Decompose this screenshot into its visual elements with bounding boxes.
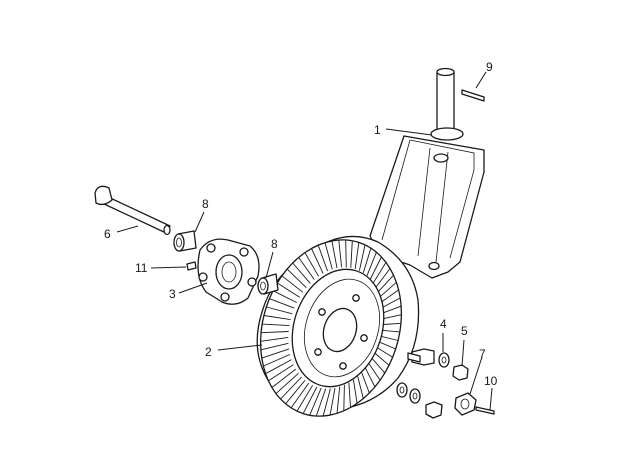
tread-line [336, 386, 341, 414]
callout-9: 9 [486, 60, 493, 74]
tread-line [272, 290, 298, 304]
tread-line [260, 342, 289, 351]
tread-line [368, 363, 381, 381]
tread-line [331, 240, 338, 269]
tread-line [369, 256, 382, 280]
tread-line [350, 240, 353, 268]
tread-line [383, 305, 402, 314]
tread-line [380, 281, 397, 297]
tread-line [374, 353, 390, 366]
part-nut-upper [452, 364, 469, 381]
tread-line [371, 358, 386, 374]
callout-labels: 1 2 3 4 5 6 7 8 8 9 10 11 [104, 60, 498, 388]
tread-line [317, 245, 329, 272]
callout-1: 1 [374, 123, 381, 137]
part-9-pin [461, 89, 485, 102]
tread-line [382, 329, 400, 333]
callout-8-upper: 8 [202, 197, 209, 211]
part-1-fork [369, 67, 485, 279]
tread-line [378, 274, 394, 292]
part-5-washer [438, 352, 450, 368]
tread-line [268, 364, 294, 382]
tread-line [281, 275, 304, 293]
tread-line [311, 248, 324, 274]
tread-line [354, 242, 360, 270]
callout-7: 7 [479, 347, 486, 361]
tread-line [338, 239, 343, 268]
part-8-bushing-lower [257, 273, 279, 295]
tread-line [280, 376, 302, 400]
callout-5: 5 [461, 324, 468, 338]
tread-line [309, 387, 322, 416]
part-6-axle-bolt [94, 185, 171, 236]
callout-11: 11 [135, 261, 148, 275]
tread-line [365, 368, 376, 388]
leader-lines [116, 71, 493, 411]
tread-line [276, 282, 300, 298]
tread-line [383, 322, 402, 325]
tread-line [286, 268, 307, 289]
tread-line [302, 386, 318, 414]
tread-line [329, 387, 336, 416]
part-washer-lower [396, 382, 421, 404]
part-10-cotter-pin [475, 406, 495, 415]
tread-line [269, 298, 295, 309]
tread-line [298, 257, 315, 280]
callout-3: 3 [169, 287, 176, 301]
callout-4: 4 [440, 317, 447, 331]
tread-line [357, 376, 364, 399]
tread-line [263, 353, 291, 367]
tread-line [304, 252, 319, 277]
tread-line [266, 306, 293, 315]
tread-line [263, 315, 291, 321]
part-3-hub [197, 238, 260, 305]
tread-line [315, 388, 327, 417]
callout-6: 6 [104, 227, 111, 241]
part-bolt-lower [425, 401, 443, 419]
tread-line [260, 331, 289, 334]
tread-line [379, 341, 396, 350]
callout-10: 10 [484, 374, 498, 388]
tread-line [345, 239, 347, 268]
tread-line [322, 388, 331, 417]
part-4-bolt [407, 348, 435, 366]
tread-line [375, 268, 391, 288]
part-7-castle-nut [454, 392, 477, 416]
tread-line [324, 242, 333, 270]
tread-line [265, 359, 292, 375]
tread-line [377, 347, 393, 358]
tread-line [290, 382, 310, 409]
tread-line [361, 372, 370, 394]
tread-line [271, 368, 297, 388]
tread-line [275, 372, 299, 394]
tread-line [381, 335, 399, 341]
tread-line [362, 247, 372, 274]
tread-line [382, 297, 401, 308]
part-11-grease-fitting [186, 261, 197, 271]
callout-2: 2 [205, 345, 212, 359]
tread-line [381, 289, 399, 302]
tread-line [348, 382, 351, 408]
tread-line [296, 385, 313, 412]
callout-8-lower: 8 [271, 237, 278, 251]
tread-line [373, 262, 387, 283]
tread-line [292, 262, 311, 284]
part-8-bushing-upper [173, 230, 197, 252]
tread-line [285, 380, 306, 405]
tread-line [366, 252, 377, 276]
part-2-wheel [256, 235, 420, 417]
tread-line [261, 348, 290, 359]
tread-line [260, 336, 289, 342]
tread-line [343, 384, 345, 411]
tire-tread [260, 239, 402, 417]
tread-line [358, 244, 366, 271]
tread-line [383, 314, 402, 320]
tread-line [352, 379, 358, 404]
tread-line [262, 323, 290, 327]
